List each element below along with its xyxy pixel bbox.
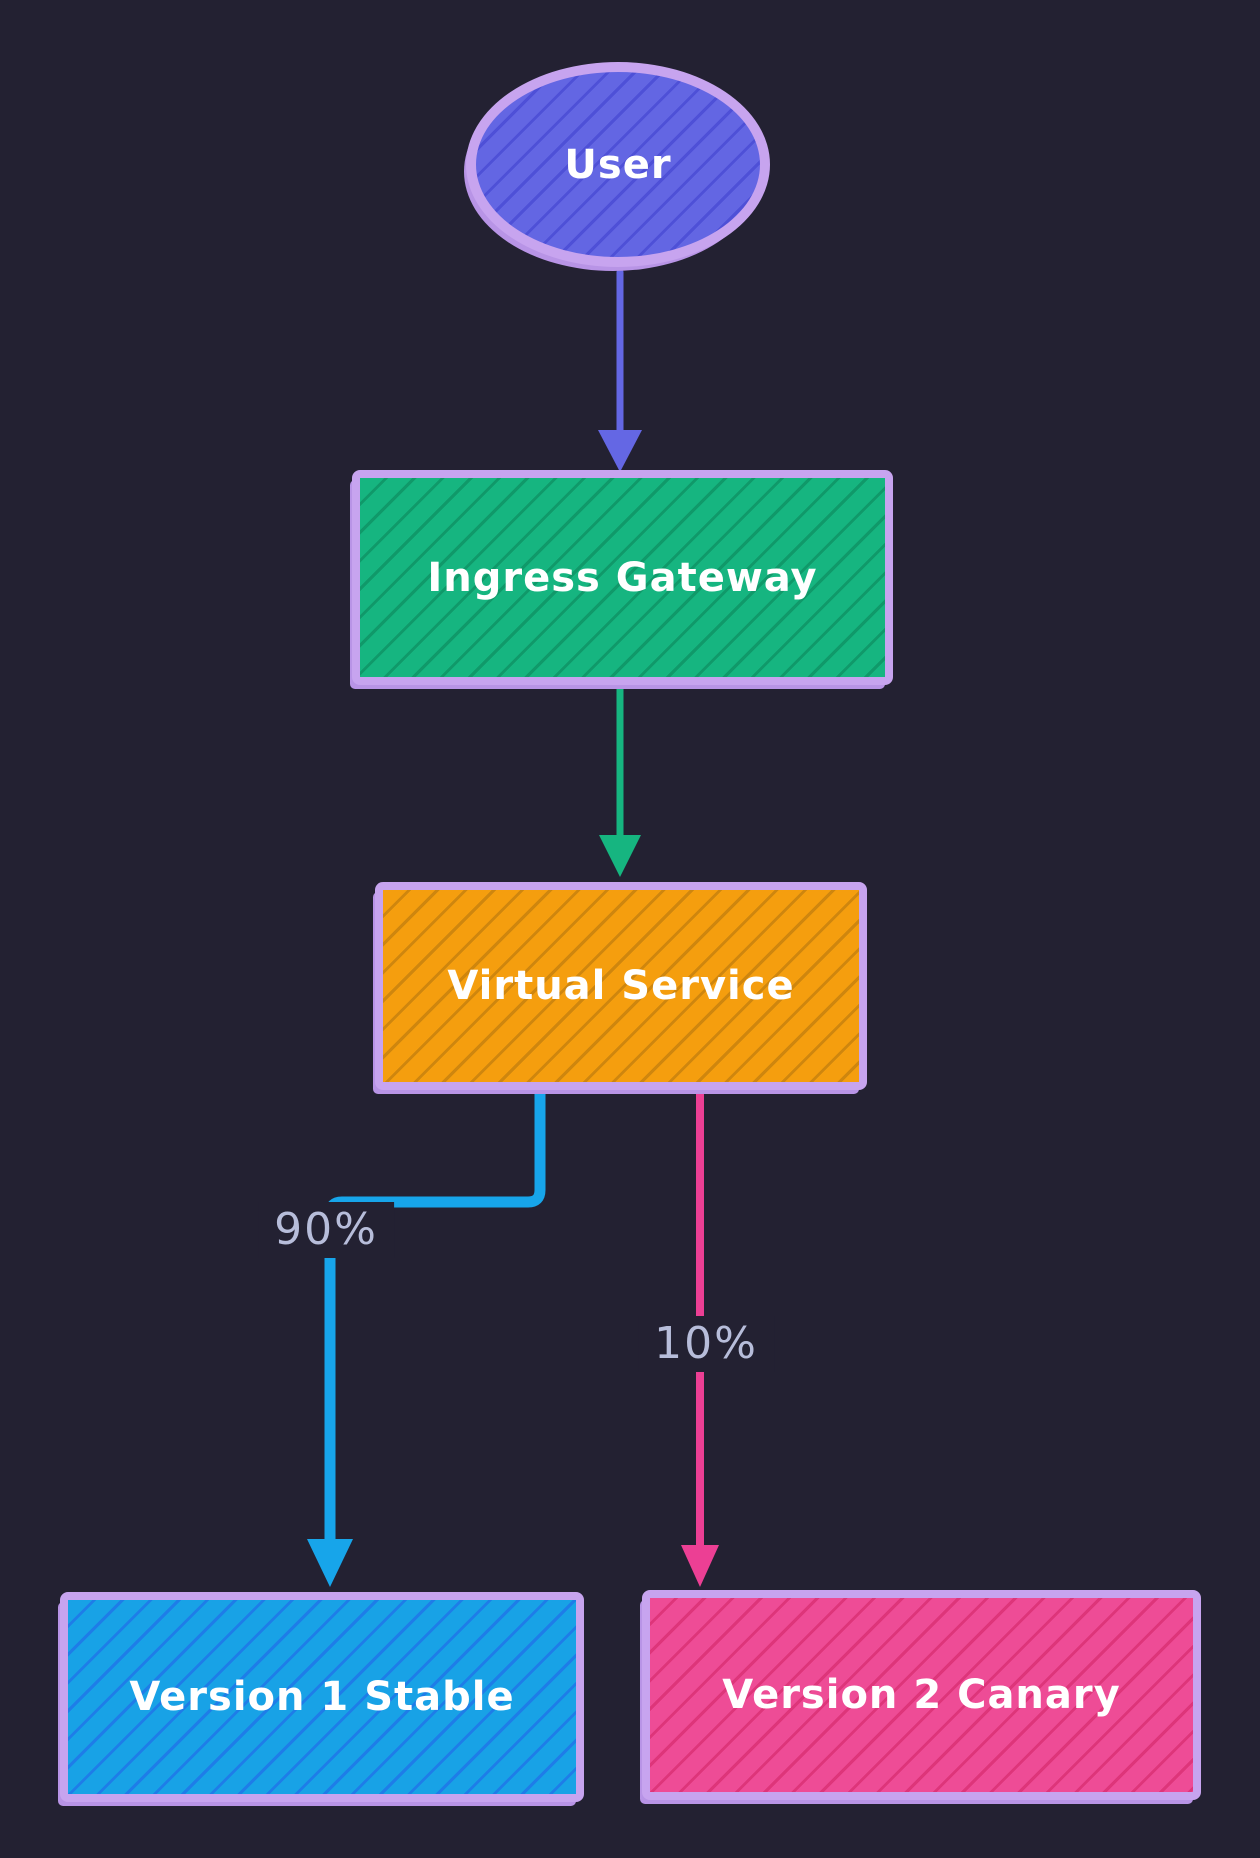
node-version-1-stable[interactable]: Version 1 Stable (60, 1592, 584, 1802)
edge-label-90-percent: 90% (258, 1202, 394, 1258)
edge-virtual-to-version1[interactable] (307, 1084, 546, 1587)
node-ingress-gateway-label: Ingress Gateway (427, 554, 818, 601)
node-user-label: User (564, 141, 672, 188)
node-virtual-service[interactable]: Virtual Service (375, 882, 867, 1090)
arrowhead-down-icon (598, 430, 642, 472)
edge-ingress-to-virtual-service[interactable] (599, 684, 641, 877)
node-ingress-gateway[interactable]: Ingress Gateway (352, 470, 893, 685)
arrowhead-down-icon (599, 835, 641, 877)
edge-user-to-ingress-gateway[interactable] (598, 268, 642, 472)
arrowhead-down-icon (307, 1539, 353, 1587)
node-version-1-stable-label: Version 1 Stable (129, 1674, 515, 1720)
arrowhead-down-icon (681, 1545, 719, 1587)
node-version-2-canary-label: Version 2 Canary (722, 1672, 1121, 1718)
node-version-2-canary[interactable]: Version 2 Canary (642, 1590, 1201, 1800)
edge-label-10-percent: 10% (638, 1316, 774, 1372)
node-virtual-service-label: Virtual Service (447, 963, 795, 1009)
node-user[interactable]: User (466, 62, 770, 267)
